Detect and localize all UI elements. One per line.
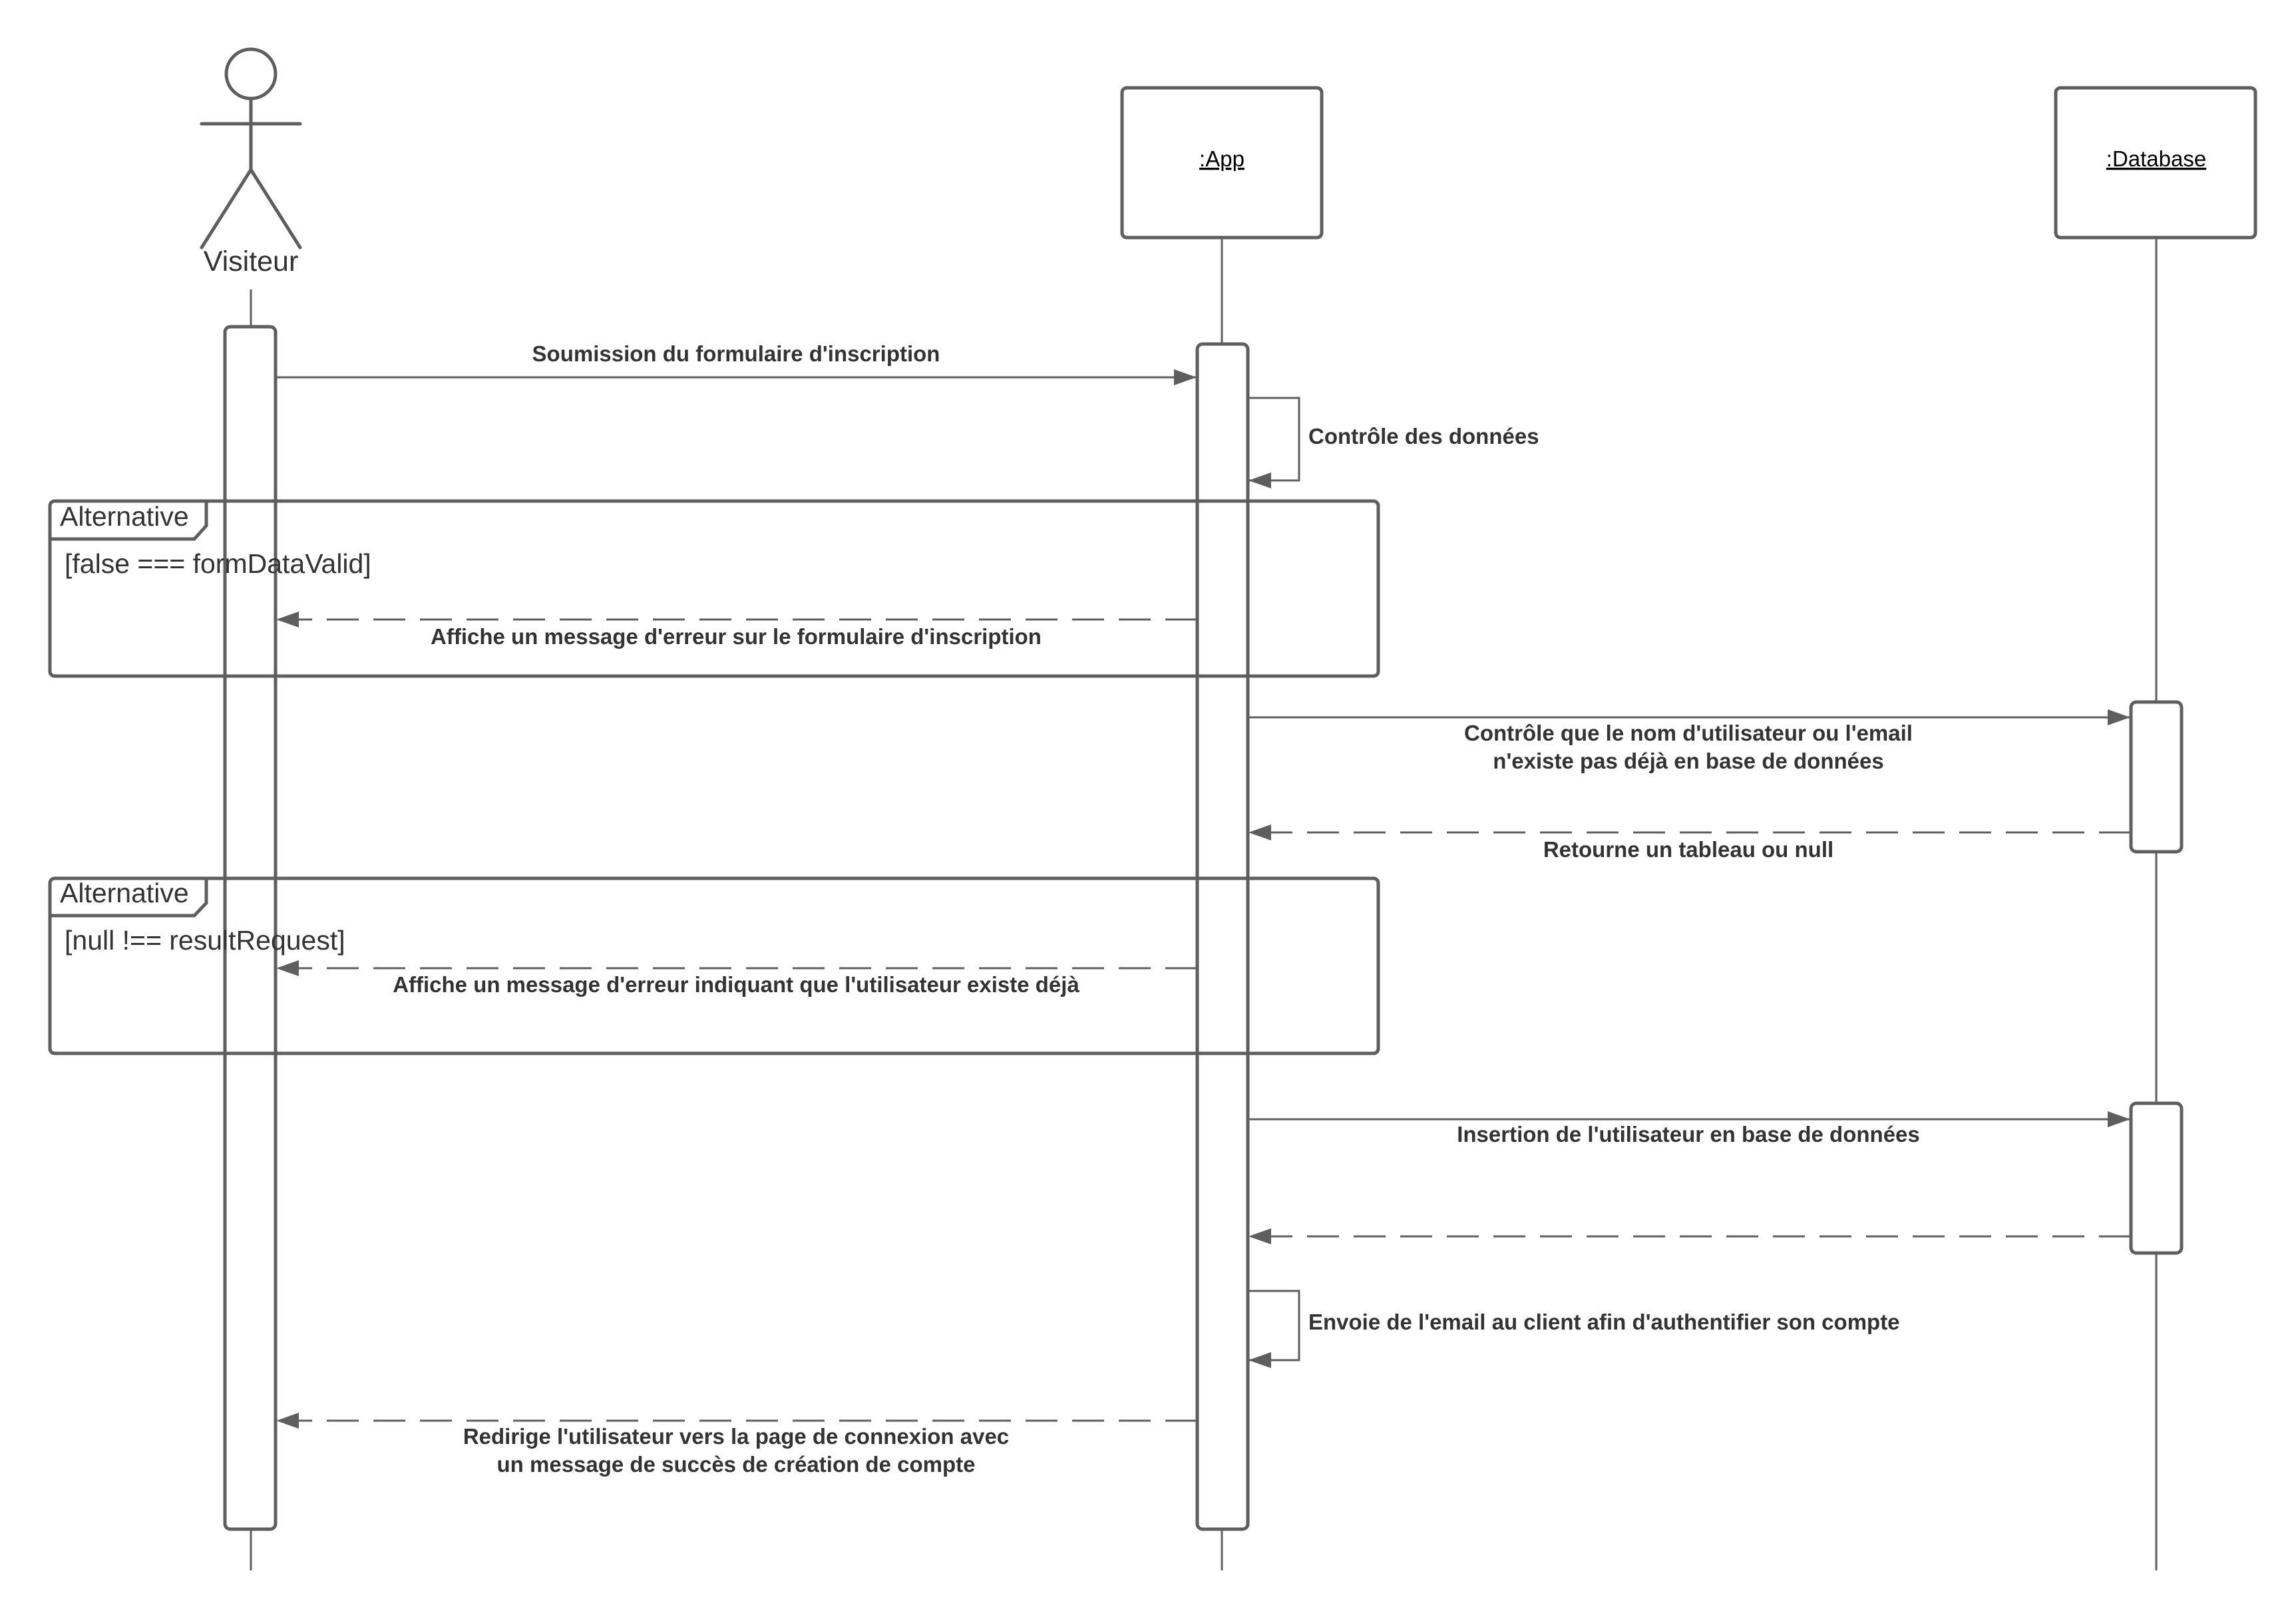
message-label: Affiche un message d'erreur sur le formu… [431,624,1042,649]
actor-head [224,47,278,100]
fragment-frame [48,499,1380,678]
message-form-error: Affiche un message d'erreur sur le formu… [276,612,1197,649]
activation-app [1195,342,1250,1531]
message-label-line-1: Redirige l'utilisateur vers la page de c… [463,1424,1009,1449]
activation-database-2 [2129,1101,2184,1255]
activation-database-1 [2129,700,2184,854]
message-label: Envoie de l'email au client afin d'authe… [1308,1310,1900,1334]
message-return-result: Retourne un tableau ou null [1248,824,2131,862]
fragment-operator-tab [50,878,208,918]
fragment-guard: [null !== resultRequest] [65,925,345,956]
message-label: Contrôle des données [1308,424,1539,448]
activation-visiteur [223,325,278,1531]
message-data-check: Contrôle des données [1248,397,1539,488]
message-label: Retourne un tableau ou null [1543,837,1833,862]
actor-visiteur [200,47,302,250]
message-submit-form: Soumission du formulaire d'inscription [276,341,1197,385]
message-label: Insertion de l'utilisateur en base de do… [1457,1122,1920,1147]
message-arrow [1248,397,1300,488]
message-label-line-2: un message de succès de création de comp… [497,1452,976,1477]
participant-label-app: :App [1199,146,1244,171]
fragment-alternative-2: Alternative [null !== resultRequest] [48,876,1380,1055]
message-label-line-2: n'existe pas déjà en base de données [1493,749,1883,773]
message-label-line-1: Contrôle que le nom d'utilisateur ou l'e… [1464,721,1913,745]
message-insert-user: Insertion de l'utilisateur en base de do… [1248,1111,2130,1147]
fragment-operator-tab [50,501,208,541]
fragment-alternative-1: Alternative [false === formDataValid] [48,499,1380,678]
message-label: Soumission du formulaire d'inscription [532,341,940,366]
message-arrow [1248,1290,1300,1368]
message-check-username-email: Contrôle que le nom d'utilisateur ou l'e… [1248,709,2130,773]
fragment-frame [48,876,1380,1055]
message-redirect-login: Redirige l'utilisateur vers la page de c… [276,1413,1197,1477]
participant-box-database [2054,86,2257,240]
actor-label: Visiteur [204,246,299,277]
message-label: Affiche un message d'erreur indiquant qu… [393,972,1079,997]
message-user-exists-error: Affiche un message d'erreur indiquant qu… [276,960,1197,997]
fragment-operator-label: Alternative [60,878,189,908]
fragment-operator-label: Alternative [60,501,189,532]
message-send-email: Envoie de l'email au client afin d'authe… [1248,1290,1900,1368]
participant-box-app [1120,86,1324,240]
fragment-guard: [false === formDataValid] [65,548,371,579]
participant-label-database: :Database [2106,146,2206,171]
